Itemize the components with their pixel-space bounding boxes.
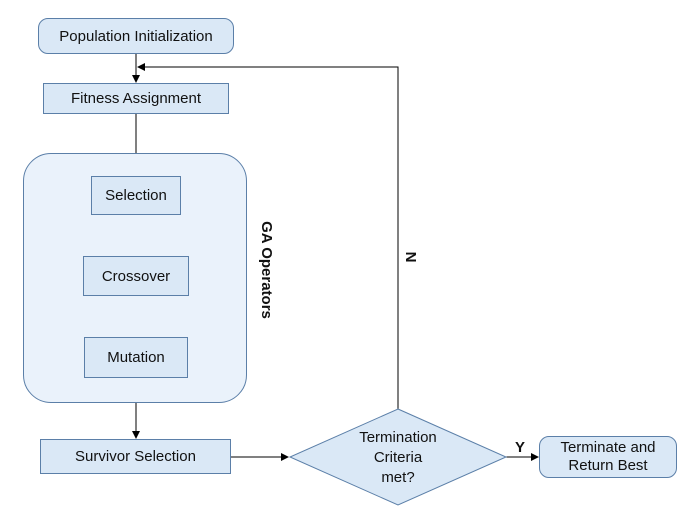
terminate-return-best-node: Terminate and Return Best [539, 436, 677, 478]
terminate-line-1: Terminate and [560, 439, 656, 456]
crossover-label: Crossover [101, 267, 171, 285]
survivor-selection-label: Survivor Selection [75, 448, 196, 465]
termination-line-1: Termination [359, 429, 437, 446]
termination-line-2: Criteria [373, 449, 423, 466]
survivor-selection-node: Survivor Selection [40, 439, 231, 474]
crossover-node: Crossover [83, 256, 189, 296]
fitness-assignment-node: Fitness Assignment [43, 83, 229, 114]
population-initialization-node: Population Initialization [38, 18, 234, 54]
fitness-assignment-label: Fitness Assignment [70, 90, 202, 107]
edge-termination-no-loop [137, 63, 399, 410]
termination-diamond [288, 408, 508, 506]
ga-operators-label: GA Operators [258, 221, 275, 319]
termination-criteria-label: Termination Criteria met? [330, 425, 466, 491]
mutation-label: Mutation [107, 349, 165, 366]
selection-node: Selection [91, 176, 181, 215]
population-initialization-label: Population Initialization [59, 27, 213, 45]
mutation-node: Mutation [84, 337, 188, 378]
terminate-line-2: Return Best [568, 457, 648, 474]
no-edge-label: N [402, 251, 419, 263]
selection-label: Selection [105, 187, 167, 204]
termination-line-3: met? [381, 469, 415, 486]
yes-edge-label: Y [515, 439, 526, 456]
